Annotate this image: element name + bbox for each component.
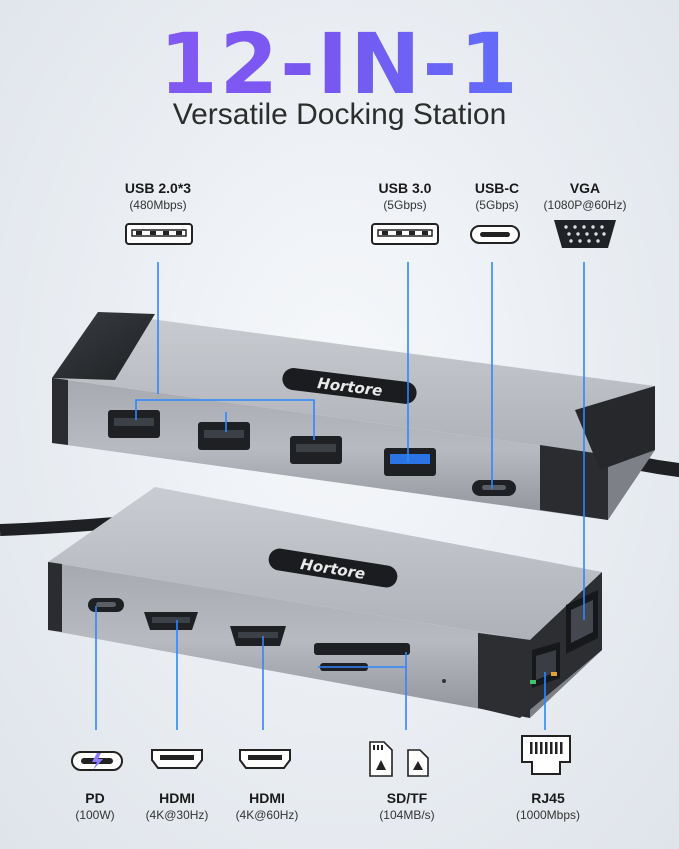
usb-a-slot xyxy=(290,436,342,464)
top-hub: Hortore xyxy=(52,312,655,520)
label-usb3: USB 3.0 (5Gbps) xyxy=(355,180,455,212)
rj45-spec: (1000Mbps) xyxy=(515,808,581,822)
usbc-name: USB-C xyxy=(474,180,520,196)
label-pd: PD (100W) xyxy=(55,790,135,822)
hdmi1-name: HDMI xyxy=(159,790,195,806)
rj45-slot xyxy=(530,642,560,688)
usb3-name: USB 3.0 xyxy=(378,180,432,196)
hdmi1-spec: (4K@30Hz) xyxy=(145,808,209,822)
label-rj45: RJ45 (1000Mbps) xyxy=(500,790,596,822)
usbc-spec: (5Gbps) xyxy=(475,198,519,212)
hdmi2-name: HDMI xyxy=(249,790,285,806)
sdtf-name: SD/TF xyxy=(386,790,428,806)
hdmi-slot xyxy=(144,612,198,630)
vga-name: VGA xyxy=(569,180,601,196)
usb2-spec: (480Mbps) xyxy=(129,198,187,212)
sdtf-spec: (104MB/s) xyxy=(379,808,435,822)
vga-slot xyxy=(566,590,598,654)
usb-a-slot xyxy=(198,422,250,450)
usb-3-slot xyxy=(384,448,436,476)
hdmi2-spec: (4K@60Hz) xyxy=(235,808,299,822)
rj45-name: RJ45 xyxy=(531,790,565,806)
hdmi-port-icon xyxy=(239,749,291,769)
pd-spec: (100W) xyxy=(75,808,115,822)
usb-c-port-icon xyxy=(470,225,520,244)
hdmi-slot xyxy=(230,626,286,646)
label-hdmi-2: HDMI (4K@60Hz) xyxy=(222,790,312,822)
usb-c-slot xyxy=(88,598,124,612)
usb-a-port-icon xyxy=(125,223,193,245)
usb-a-port-icon xyxy=(371,223,439,245)
vga-port-icon xyxy=(554,220,616,248)
usb-c-slot xyxy=(472,480,516,496)
label-hdmi-1: HDMI (4K@30Hz) xyxy=(132,790,222,822)
pd-name: PD xyxy=(85,790,105,806)
hdmi-port-icon xyxy=(151,749,203,769)
sd-card-icon xyxy=(369,741,429,777)
label-vga: VGA (1080P@60Hz) xyxy=(535,180,635,212)
usb-c-power-icon xyxy=(71,751,123,771)
label-usbc: USB-C (5Gbps) xyxy=(452,180,542,212)
usb-a-slot xyxy=(108,410,160,438)
callout-lines xyxy=(95,262,585,730)
usb3-spec: (5Gbps) xyxy=(383,198,427,212)
hero-subtitle: Versatile Docking Station xyxy=(172,98,507,131)
usb2-name: USB 2.0*3 xyxy=(124,180,192,196)
label-sdtf: SD/TF (104MB/s) xyxy=(362,790,452,822)
vga-spec: (1080P@60Hz) xyxy=(543,198,627,212)
ethernet-port-icon xyxy=(521,735,571,775)
hero-title: 12-IN-1 xyxy=(0,14,679,114)
bottom-hub: Hortore xyxy=(48,487,602,718)
label-usb2: USB 2.0*3 (480Mbps) xyxy=(98,180,218,212)
